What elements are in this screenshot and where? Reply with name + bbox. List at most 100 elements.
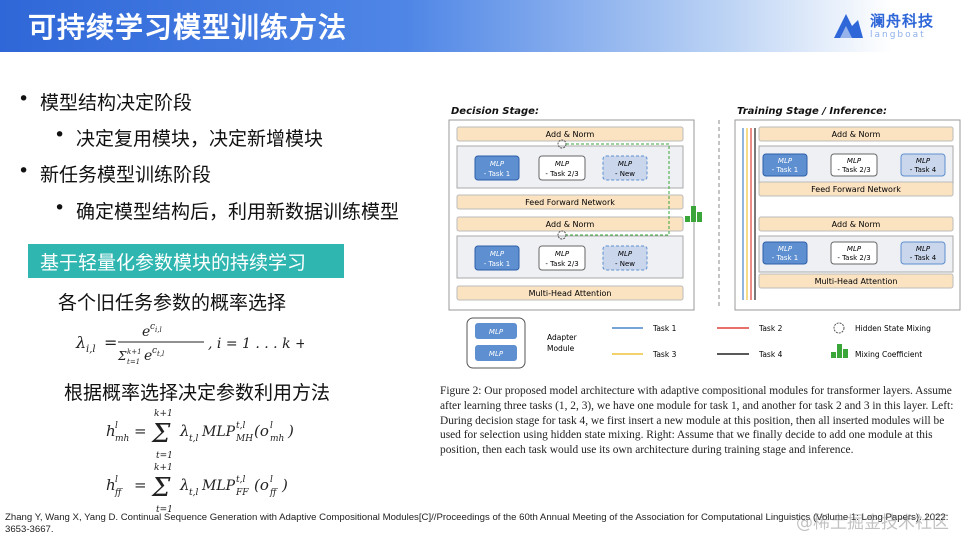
svg-text:MLP: MLP <box>201 478 236 494</box>
svg-text:MLP: MLP <box>201 424 236 440</box>
svg-text:λ: λ <box>179 476 190 494</box>
training-stage-frame <box>734 119 961 311</box>
mlp-label: MLP <box>555 160 570 168</box>
legend-task4: Task 4 <box>758 350 783 359</box>
ffn-box <box>456 194 684 210</box>
svg-text:k+1: k+1 <box>154 463 173 473</box>
svg-text:=: = <box>134 422 147 440</box>
mlp-mh-task23 <box>538 245 586 271</box>
logo-name-en: langboat <box>870 30 926 40</box>
mlp-ff-task23 <box>538 155 586 181</box>
task-label: - Task 2/3 <box>545 260 578 268</box>
mixing-coefficient-icon <box>685 206 702 222</box>
svg-text:MLP: MLP <box>847 157 862 165</box>
svg-text:- Task 2/3: - Task 2/3 <box>837 166 870 174</box>
svg-text:t,l: t,l <box>157 350 164 358</box>
svg-text:l: l <box>115 475 118 485</box>
task-label: - Task 1 <box>484 170 511 178</box>
svg-text:c: c <box>150 322 155 332</box>
svg-text:l: l <box>115 421 118 431</box>
svg-text:l: l <box>270 421 273 431</box>
svg-text:MLP: MLP <box>489 350 504 358</box>
svg-text:i,l: i,l <box>86 344 96 355</box>
mlp-ff-task1 <box>474 155 520 181</box>
svg-text:Σ: Σ <box>151 473 171 503</box>
task-label: - New <box>615 260 635 268</box>
bullet-text: 模型结构决定阶段 <box>40 92 193 114</box>
svg-text:- Task 2/3: - Task 2/3 <box>837 254 870 262</box>
bullet-text: 确定模型结构后，利用新数据训练模型 <box>76 201 400 223</box>
watermark: @稀土掘金技术社区 <box>796 513 949 533</box>
svg-text:k+1: k+1 <box>154 409 173 419</box>
logo-name-cn: 澜舟科技 <box>870 12 935 30</box>
svg-text:MLP: MLP <box>847 245 862 253</box>
slide-title: 可持续学习模型训练方法 <box>28 11 348 44</box>
svg-text:- Task 4: - Task 4 <box>910 166 937 174</box>
svg-text:MH: MH <box>235 434 253 444</box>
highlight-text: 基于轻量化参数模块的持续学习 <box>40 252 307 274</box>
legend-mixing: Mixing Coefficient <box>855 350 922 359</box>
svg-text:mh: mh <box>115 434 129 444</box>
train-add-norm-2 <box>758 216 954 232</box>
mlp-ff-new <box>602 155 648 181</box>
task-label: - Task 2/3 <box>545 170 578 178</box>
svg-text:Σ: Σ <box>117 349 127 363</box>
svg-text:t=1: t=1 <box>127 358 140 366</box>
svg-text:t,l: t,l <box>189 488 198 498</box>
svg-text:k+1: k+1 <box>127 348 142 356</box>
train-add-norm-label: Add & Norm <box>832 130 881 139</box>
company-logo: 澜舟科技 langboat <box>832 10 962 46</box>
mlp-label: MLP <box>490 160 505 168</box>
mlp-label: MLP <box>618 250 633 258</box>
add-norm-box <box>456 126 684 142</box>
train-ffn <box>758 181 954 197</box>
reference-citation: Zhang Y, Wang X, Yang D. Continual Seque… <box>5 512 949 535</box>
architecture-figure: Decision Stage: Add & Norm Feed Forward … <box>448 106 961 369</box>
svg-text:(o: (o <box>254 476 269 494</box>
train-add-norm <box>758 126 954 142</box>
svg-text:e: e <box>142 324 150 340</box>
svg-text:MLP: MLP <box>778 157 793 165</box>
add-norm-box-2 <box>456 216 684 232</box>
svg-text:MLP: MLP <box>489 328 504 336</box>
svg-text:- Task 1: - Task 1 <box>772 166 799 174</box>
svg-text:mh: mh <box>270 434 284 444</box>
svg-text:Σ: Σ <box>151 419 171 449</box>
svg-text:ff: ff <box>114 488 123 498</box>
train-mha <box>758 273 954 289</box>
svg-text:MLP: MLP <box>778 245 793 253</box>
mlp-label: MLP <box>490 250 505 258</box>
svg-text:=: = <box>134 476 147 494</box>
svg-text:t,l: t,l <box>189 434 198 444</box>
svg-text:l: l <box>270 475 273 485</box>
legend-adapter-box <box>466 317 526 369</box>
svg-text:i,l: i,l <box>155 326 162 334</box>
svg-text:): ) <box>287 422 294 440</box>
bullet-text: 新任务模型训练阶段 <box>40 164 212 186</box>
mha-box <box>456 285 684 301</box>
figure-legend: MLP MLP Adapter Module Task 1 Task 3 Tas… <box>466 317 931 369</box>
figure-caption: Figure 2: Our proposed model architectur… <box>440 385 954 457</box>
svg-text:e: e <box>144 348 152 364</box>
subheading-method: 根据概率选择决定参数利用方法 <box>64 382 331 404</box>
legend-task2: Task 2 <box>758 324 783 333</box>
mlp-mh-new <box>602 245 648 271</box>
highlight-banner: 基于轻量化参数模块的持续学习 <box>28 244 344 278</box>
svg-text:, i = 1 . . . k + 1: , i = 1 . . . k + 1 <box>208 336 304 352</box>
legend-adapter: Adapter <box>547 333 578 342</box>
mixing-link <box>566 143 670 236</box>
svg-text:- Task 1: - Task 1 <box>772 254 799 262</box>
svg-text:MLP: MLP <box>916 245 931 253</box>
svg-text:FF: FF <box>235 488 249 498</box>
svg-text:(o: (o <box>254 422 269 440</box>
mlp-mh-task1 <box>474 245 520 271</box>
svg-text:t=1: t=1 <box>156 505 173 515</box>
task-label: - Task 1 <box>484 260 511 268</box>
legend-task3: Task 3 <box>652 350 677 359</box>
legend-task1: Task 1 <box>652 324 677 333</box>
svg-text:λ: λ <box>75 333 86 352</box>
mixing-coefficient-legend-icon <box>831 344 848 358</box>
